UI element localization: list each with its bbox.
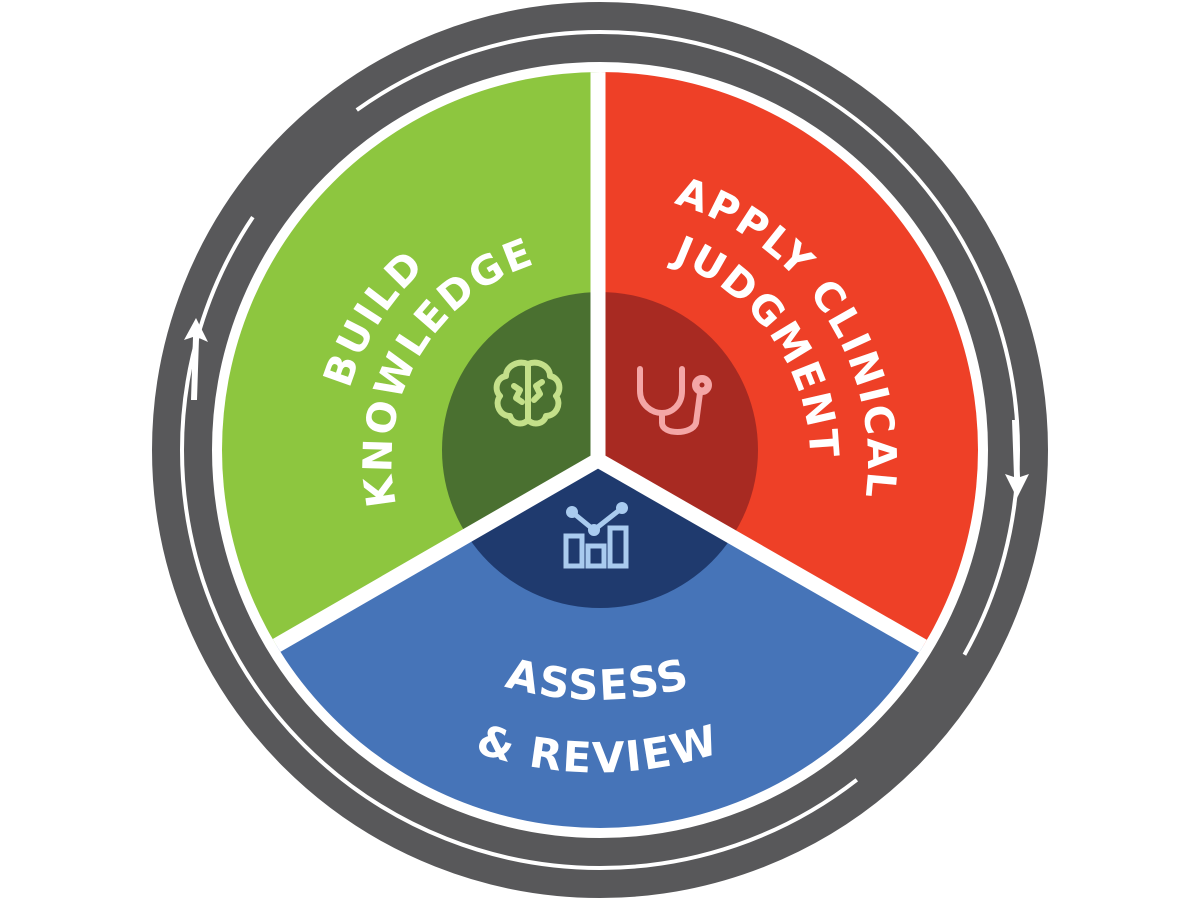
segment-build-knowledge[interactable] bbox=[0, 0, 598, 805]
arrow-down-icon bbox=[1005, 420, 1029, 498]
chart-icon bbox=[563, 502, 629, 569]
brain-icon bbox=[493, 359, 563, 427]
arrow-up-icon bbox=[184, 318, 208, 400]
segment-apply-clinical-judgment[interactable] bbox=[598, 0, 1200, 805]
segment-dividers bbox=[0, 0, 1200, 805]
stethoscope-icon bbox=[637, 366, 712, 435]
